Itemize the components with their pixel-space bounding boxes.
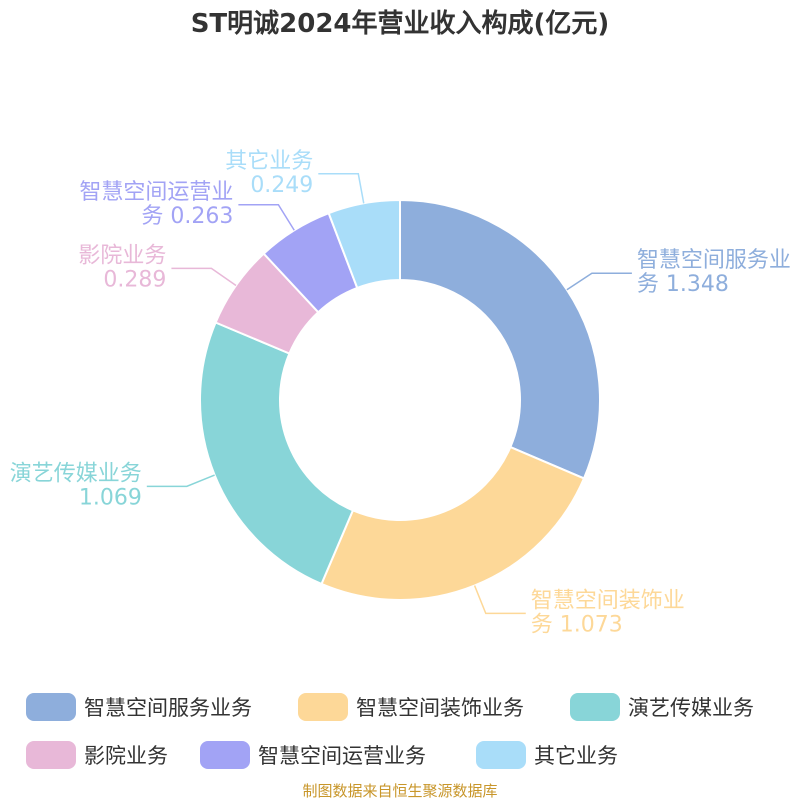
slice-label: 其它业务 [225, 149, 313, 174]
legend-swatch [26, 693, 76, 721]
legend-label: 影院业务 [84, 744, 168, 768]
pie-slice [327, 198, 401, 290]
label-leader-line [146, 474, 215, 488]
slice-label: 务 0.263 [141, 204, 233, 229]
legend-label: 智慧空间装饰业务 [356, 696, 524, 720]
slice-label: 智慧空间服务业 [637, 248, 791, 273]
slice-label: 智慧空间装饰业 [531, 588, 685, 613]
label-leader-line [566, 272, 632, 291]
legend-label: 其它业务 [534, 744, 618, 768]
slice-label: 1.069 [79, 485, 142, 510]
legend-swatch [476, 741, 526, 769]
chart-title: ST明诚2024年营业收入构成(亿元) [191, 8, 610, 39]
legend-swatch [298, 693, 348, 721]
legend-item[interactable]: 智慧空间服务业务 [26, 693, 252, 721]
pie-slice [199, 321, 355, 586]
slice-label: 务 1.073 [531, 612, 623, 637]
label-leader-line [318, 173, 365, 204]
slice-label: 0.289 [103, 267, 166, 292]
legend-label: 智慧空间服务业务 [84, 696, 252, 720]
label-leader-line [171, 267, 237, 287]
legend-label: 演艺传媒业务 [628, 696, 754, 720]
slice-label: 演艺传媒业务 [10, 461, 142, 486]
legend-swatch [570, 693, 620, 721]
slice-label: 影院业务 [78, 243, 166, 268]
slice-label: 务 1.348 [637, 272, 729, 297]
pie-slice [320, 445, 586, 601]
pie-slice [399, 198, 601, 480]
legend-swatch [26, 741, 76, 769]
legend-item[interactable]: 智慧空间运营业务 [200, 741, 426, 769]
data-source-note: 制图数据来自恒生聚源数据库 [302, 782, 497, 800]
legend-label: 智慧空间运营业务 [258, 744, 426, 768]
legend-item[interactable]: 智慧空间装饰业务 [298, 693, 524, 721]
legend-item[interactable]: 其它业务 [476, 741, 618, 769]
legend-swatch [200, 741, 250, 769]
slice-label: 0.249 [250, 173, 313, 198]
label-leader-line [238, 204, 295, 231]
legend-item[interactable]: 影院业务 [26, 741, 168, 769]
legend-item[interactable]: 演艺传媒业务 [570, 693, 754, 721]
slice-label: 智慧空间运营业 [79, 180, 233, 205]
label-leader-line [473, 585, 526, 615]
